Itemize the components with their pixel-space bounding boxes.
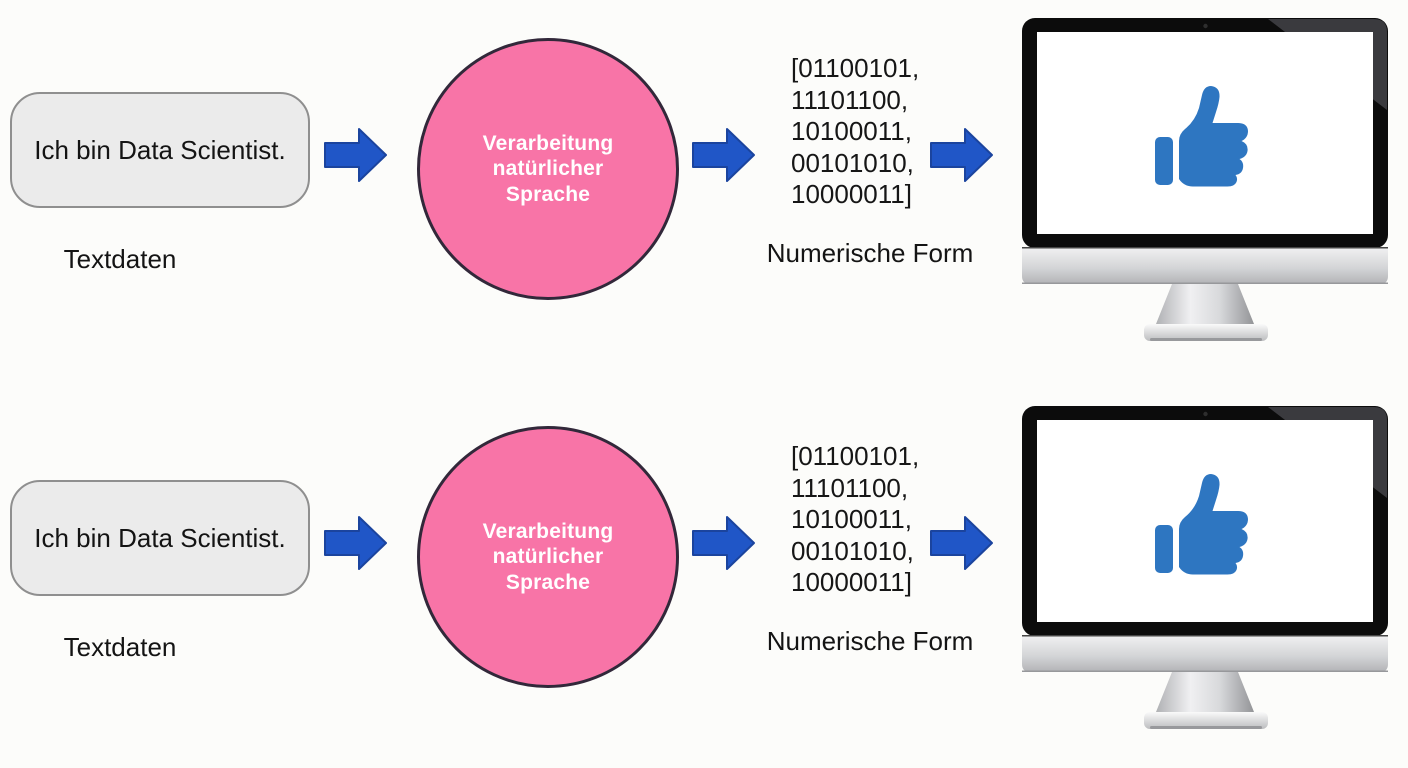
text-input-box: Ich bin Data Scientist. xyxy=(10,92,310,208)
pipeline-row-1: Ich bin Data Scientist. Textdaten Verarb… xyxy=(10,18,1388,341)
binary-line: 10100011, xyxy=(791,504,912,534)
binary-line: 00101010, xyxy=(791,535,914,566)
binary-line: [01100101, xyxy=(791,441,920,471)
process-line: Verarbeitung xyxy=(482,519,614,543)
arrow-right-icon xyxy=(324,128,387,182)
textdaten-label: Textdaten xyxy=(63,632,177,662)
nlp-process-circle: Verarbeitung natürlicher Sprache xyxy=(417,38,679,300)
textdaten-label: Textdaten xyxy=(63,244,177,274)
process-line: natürlicher xyxy=(492,157,604,181)
monitor-graphic xyxy=(1022,18,1388,341)
process-line: natürlicher xyxy=(492,545,604,569)
binary-output: [01100101, 11101100, 10100011, 00101010,… xyxy=(791,53,919,211)
binary-line: 00101010, xyxy=(791,147,914,178)
process-line: Sprache xyxy=(505,182,591,206)
binary-line: 10100011, xyxy=(791,116,912,146)
arrow-right-icon xyxy=(324,516,387,570)
binary-line: 11101100, xyxy=(791,84,909,115)
binary-line: 10000011] xyxy=(791,179,912,209)
thumbs-up-icon xyxy=(1022,406,1388,729)
binary-line: [01100101, xyxy=(791,53,920,83)
process-line: Sprache xyxy=(505,570,591,594)
text-input-value: Ich bin Data Scientist. xyxy=(34,134,286,165)
text-input-value: Ich bin Data Scientist. xyxy=(34,522,286,553)
process-line: Verarbeitung xyxy=(482,131,614,155)
arrow-right-icon xyxy=(692,128,755,182)
nlp-process-circle: Verarbeitung natürlicher Sprache xyxy=(417,426,679,688)
pipeline-row-2: Ich bin Data Scientist. Textdaten Verarb… xyxy=(0,388,1408,768)
binary-line: 10000011] xyxy=(791,567,912,597)
binary-output: [01100101, 11101100, 10100011, 00101010,… xyxy=(791,441,919,599)
arrow-right-icon xyxy=(930,128,993,182)
text-input-box: Ich bin Data Scientist. xyxy=(10,480,310,596)
thumbs-up-icon xyxy=(1022,18,1388,341)
arrow-right-icon xyxy=(930,516,993,570)
binary-line: 11101100, xyxy=(791,472,909,503)
arrow-right-icon xyxy=(692,516,755,570)
numerische-form-label: Numerische Form xyxy=(766,238,974,268)
monitor-graphic xyxy=(1022,406,1388,729)
numerische-form-label: Numerische Form xyxy=(766,626,974,656)
